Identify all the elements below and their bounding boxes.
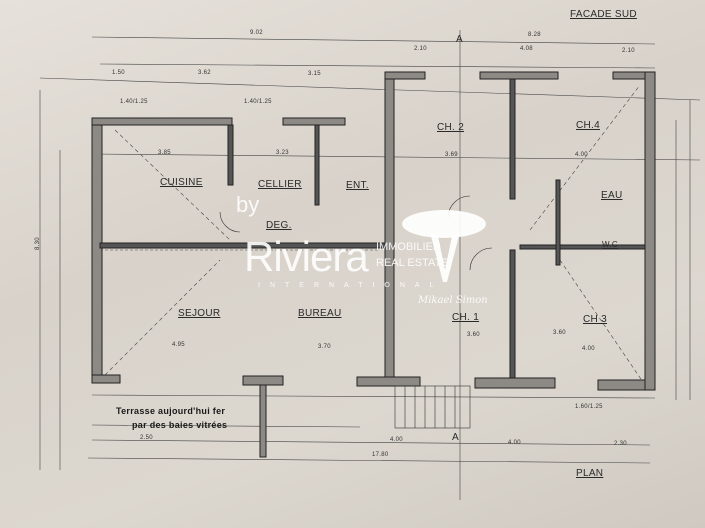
dim-bottom-a: 4.00 — [390, 437, 403, 443]
room-ch3: CH 3 — [583, 314, 607, 325]
dim-top-b: 4.08 — [520, 46, 533, 52]
dim-ch1-height: 3.60 — [467, 332, 480, 338]
dim-window-3: 1.60/1.25 — [575, 404, 603, 410]
watermark-line3: INTERNATIONAL — [258, 282, 444, 289]
section-mark-bottom: A — [452, 432, 459, 443]
dim-bottom-b: 4.00 — [508, 440, 521, 446]
plan-label: PLAN — [576, 468, 604, 479]
dim-cellier-width: 3.23 — [276, 150, 289, 156]
room-ch4: CH.4 — [576, 120, 600, 131]
dim-window-1: 1.40/1.25 — [120, 99, 148, 105]
dim-terrace-total: 17.80 — [372, 452, 389, 458]
dim-left-a: 2.50 — [140, 435, 153, 441]
dim-window-2: 1.40/1.25 — [244, 99, 272, 105]
dim-bureau-width: 3.70 — [318, 344, 331, 350]
room-eau: EAU — [601, 190, 623, 201]
room-entree: ENT. — [346, 180, 369, 191]
room-degagement: DEG. — [266, 220, 292, 231]
dim-ch2-width: 3.69 — [445, 152, 458, 158]
room-wc: W.C — [602, 240, 619, 249]
dim-ch3-height: 3.60 — [553, 330, 566, 336]
dim-cuisine-width: 3.85 — [158, 150, 171, 156]
dim-top-a: 2.10 — [414, 46, 427, 52]
room-cellier: CELLIER — [258, 179, 302, 190]
terrace-note-line2: par des baies vitrées — [132, 420, 228, 430]
section-mark-top: A — [456, 34, 463, 45]
dim-left-total: 8.30 — [34, 237, 41, 251]
room-ch1: CH. 1 — [452, 312, 480, 323]
dim-sejour-width: 4.95 — [172, 342, 185, 348]
stairs — [219, 195, 493, 429]
dim-top-c: 2.10 — [622, 48, 635, 54]
room-cuisine: CUISINE — [160, 177, 203, 188]
watermark-signature: Mikael Simon — [418, 295, 488, 306]
watermark-line1: IMMOBILIER — [376, 241, 441, 253]
dim-ch3-width: 4.00 — [582, 346, 595, 352]
dim-row-c: 3.15 — [308, 71, 321, 77]
dim-top-total-right: 8.28 — [528, 32, 541, 38]
dim-top-total-left: 9.02 — [250, 30, 263, 36]
dim-bottom-c: 2.30 — [614, 441, 627, 447]
dim-ch4-width: 4.00 — [575, 152, 588, 158]
watermark-by: by — [236, 192, 260, 217]
room-bureau: BUREAU — [298, 308, 342, 319]
watermark-line2: REAL ESTATE — [376, 257, 449, 269]
watermark-brand: Riviera — [244, 233, 369, 280]
room-ch2: CH. 2 — [437, 122, 465, 133]
dimension-lines — [39, 30, 701, 500]
walls — [91, 71, 656, 458]
dim-row-b: 3.62 — [198, 70, 211, 76]
dim-row-a: 1.50 — [112, 70, 125, 76]
facade-title: FACADE SUD — [570, 9, 637, 20]
room-sejour: SEJOUR — [178, 308, 221, 319]
terrace-note-line1: Terrasse aujourd'hui fer — [116, 406, 226, 416]
